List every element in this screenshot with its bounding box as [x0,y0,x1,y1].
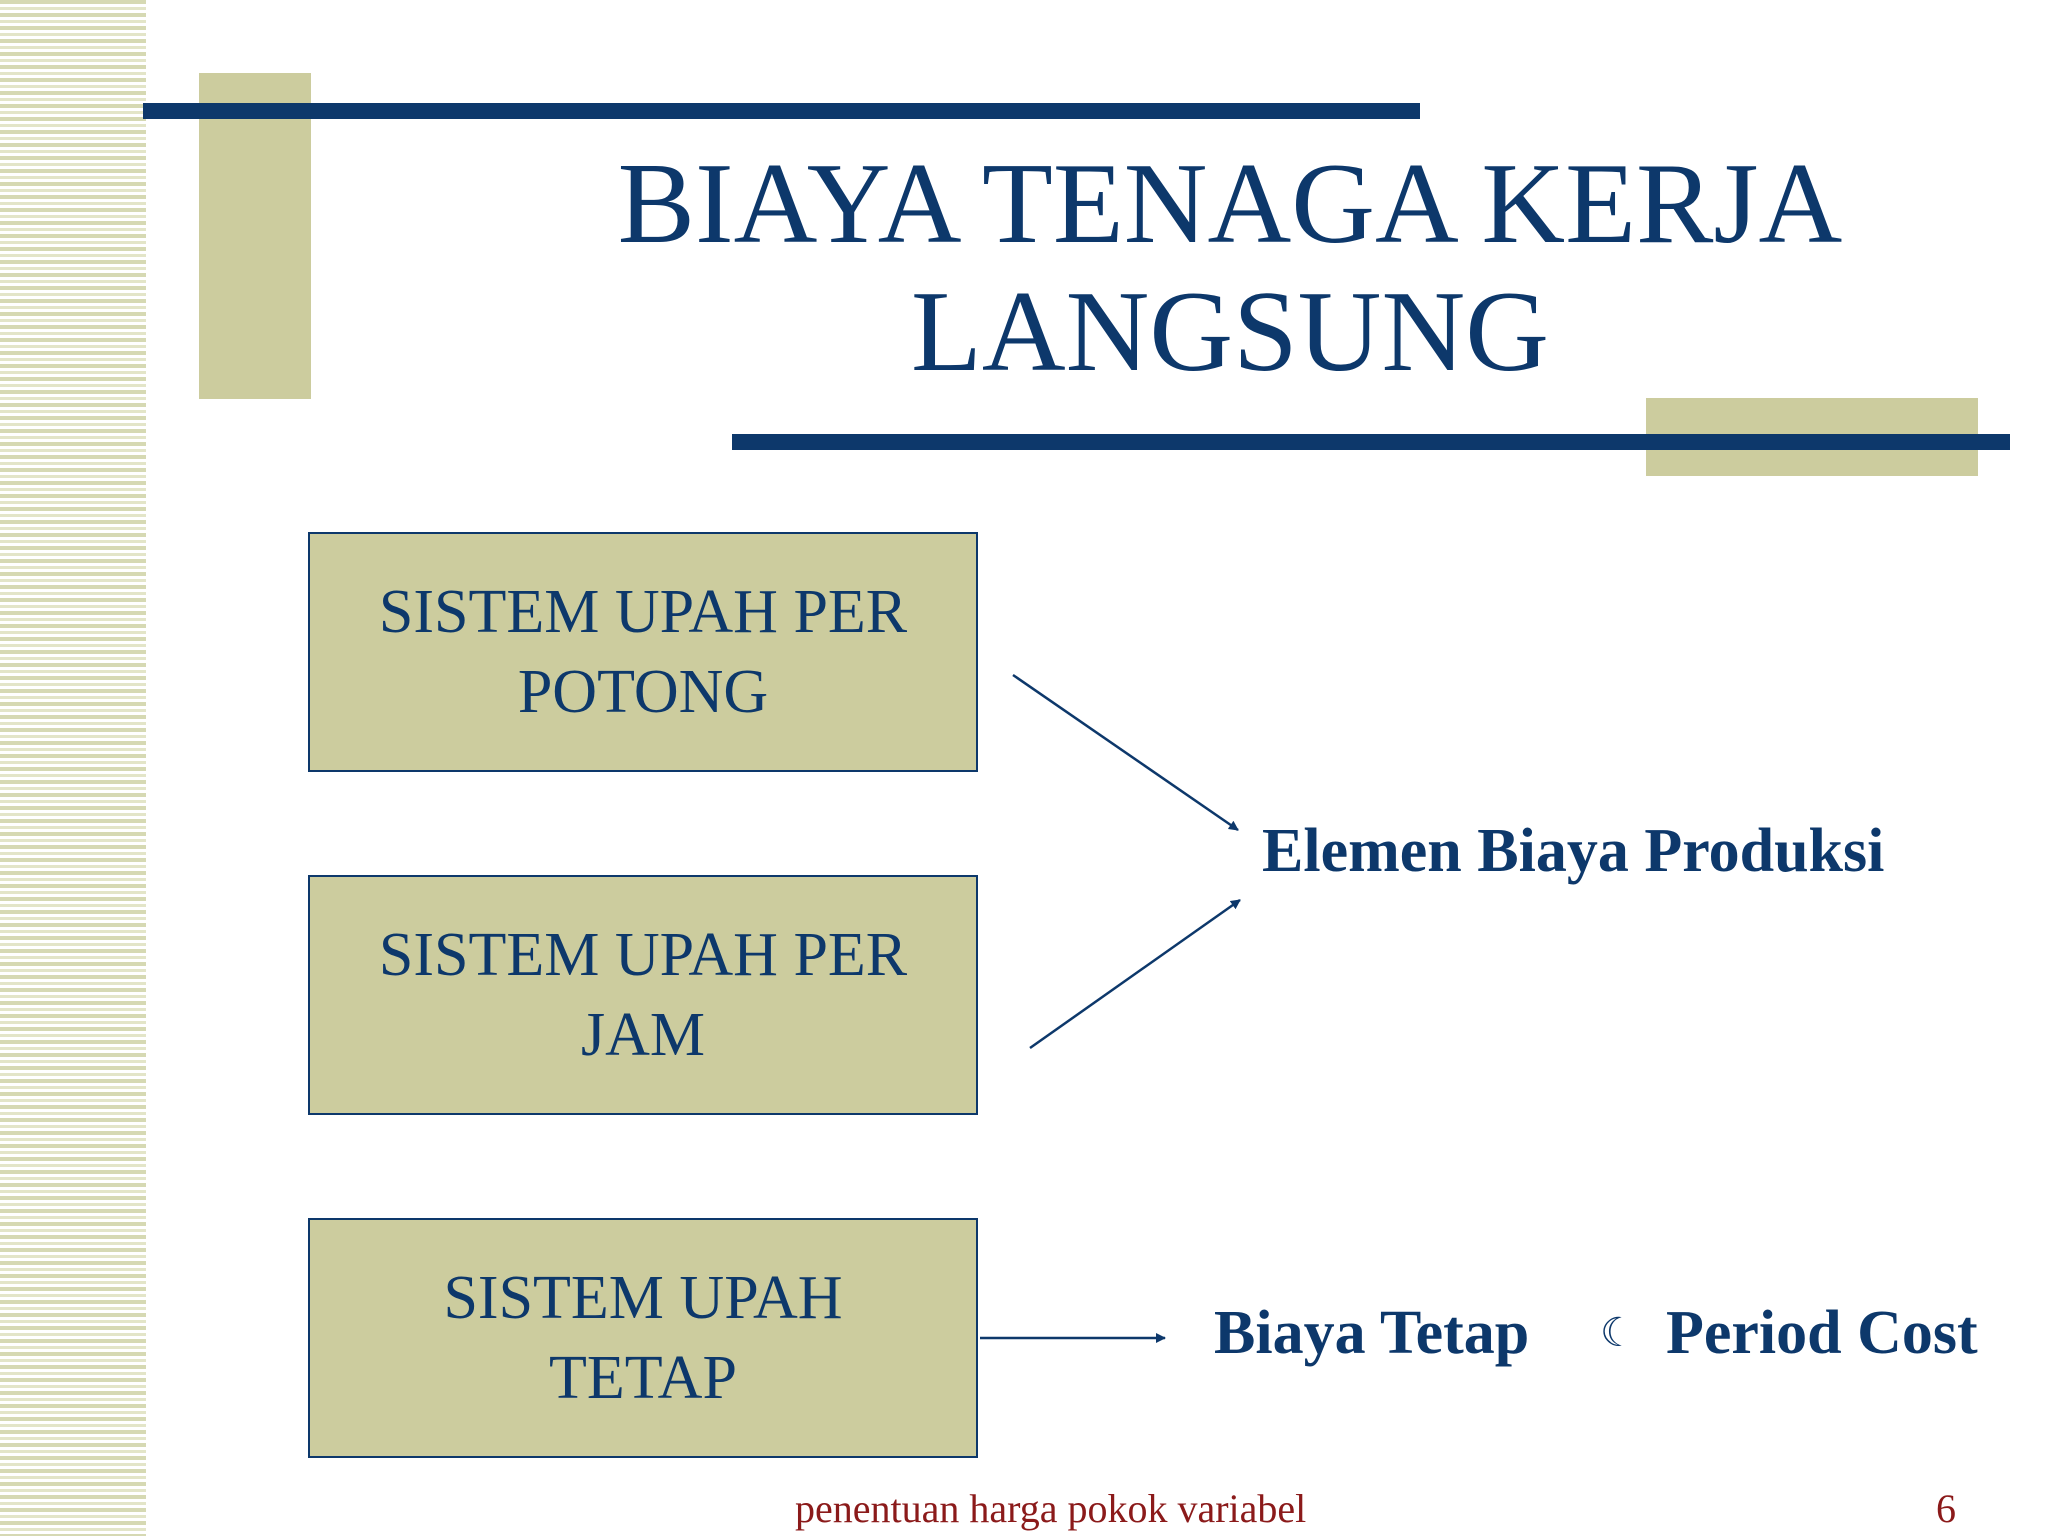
box-line-1: SISTEM UPAH [443,1264,843,1332]
box-text: SISTEM UPAH TETAP [443,1258,842,1418]
box-upah-tetap: SISTEM UPAH TETAP [308,1218,978,1458]
box-line-2: POTONG [517,658,769,726]
box-text: SISTEM UPAH PER POTONG [379,572,907,732]
title-rule-bottom [732,434,2010,450]
decorative-block-left [199,73,311,399]
moon-icon: ☾ [1600,1310,1636,1355]
arrow-jam-to-produksi [1029,898,1241,1050]
box-upah-per-jam: SISTEM UPAH PER JAM [308,875,978,1115]
box-line-1: SISTEM UPAH PER [378,578,908,646]
page-number: 6 [1936,1486,1956,1531]
arrow-potong-to-produksi [1012,673,1239,832]
box-line-2: JAM [580,1001,706,1069]
decorative-stripes [0,0,146,1536]
title-rule-top [143,103,1420,119]
label-elemen-biaya-produksi: Elemen Biaya Produksi [1262,817,1885,885]
label-biaya-tetap: Biaya Tetap [1214,1299,1530,1367]
slide-footer: penentuan harga pokok variabel [795,1486,1307,1531]
box-text: SISTEM UPAH PER JAM [379,915,907,1075]
box-line-2: TETAP [549,1344,737,1412]
slide-title: BIAYA TENAGA KERJA LANGSUNG [420,140,2040,396]
title-line-2: LANGSUNG [911,268,1549,396]
label-period-cost: Period Cost [1666,1299,1978,1367]
box-upah-per-potong: SISTEM UPAH PER POTONG [308,532,978,772]
box-line-1: SISTEM UPAH PER [378,921,908,989]
title-line-1: BIAYA TENAGA KERJA [617,140,1843,268]
